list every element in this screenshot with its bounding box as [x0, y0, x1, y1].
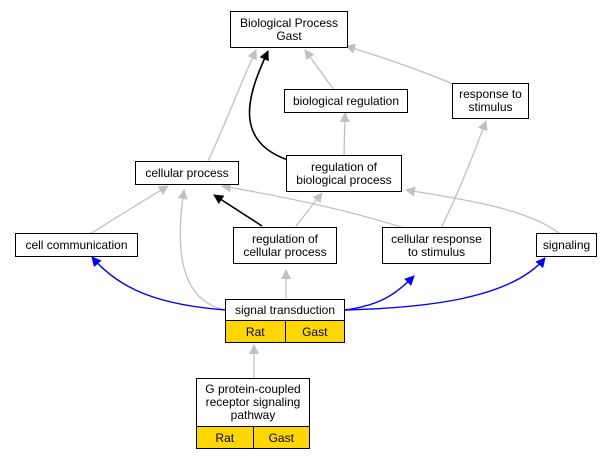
node-label-line2: receptor signaling [205, 395, 301, 409]
node-biological-regulation[interactable]: biological regulation [284, 89, 408, 113]
node-label-line2: cellular process [243, 244, 327, 259]
node-cell-communication[interactable]: cell communication [15, 233, 138, 257]
node-label-line1: signal transduction [234, 302, 336, 317]
node-label-line1: G protein-coupled [205, 382, 301, 396]
edge-regcell-to-cellproc [213, 194, 263, 227]
node-biological-process-gast[interactable]: Biological Process Gast [230, 11, 348, 48]
edge-regbio-to-bp [248, 50, 289, 161]
node-label-line1: cell communication [25, 237, 128, 252]
node-signal-transduction[interactable]: signal transduction [225, 299, 345, 321]
edge-regbio-to-bioreg [339, 112, 350, 157]
node-label-line2: to stimulus [407, 244, 466, 259]
node-response-to-stimulus[interactable]: response to stimulus [452, 83, 529, 119]
edge-sigtrans-to-cellresp [344, 275, 415, 311]
node-label-line1: cellular process [145, 165, 229, 180]
node-label-line2: Gast [276, 28, 302, 43]
node-label-line2: stimulus [468, 100, 513, 114]
node-regulation-of-biological-process[interactable]: regulation of biological process [286, 155, 402, 192]
edge-sigtrans-to-signaling [344, 257, 546, 311]
node-cellular-response-to-stimulus[interactable]: cellular response to stimulus [382, 227, 491, 264]
annotation-gast: Gast [284, 321, 344, 342]
node-label-line1: regulation of [310, 159, 378, 174]
node-signaling[interactable]: signaling [536, 233, 597, 257]
annotation-rat: Rat [197, 427, 253, 448]
annotation-gast: Gast [252, 427, 309, 448]
node-cellular-process[interactable]: cellular process [135, 161, 239, 185]
edge-cellproc-to-bp [207, 49, 257, 162]
edge-sigtrans-to-cellcomm [91, 256, 227, 311]
edge-cellresp-to-cellproc [221, 182, 411, 231]
gpcr-annotation-row: Rat Gast [196, 427, 310, 449]
edge-regcell-to-regbio [295, 192, 323, 227]
node-label-line2: biological process [296, 172, 392, 187]
edge-signaling-to-regbio [405, 186, 561, 235]
node-label-line1: cellular response [391, 231, 482, 246]
edge-cellresp-to-resp [439, 120, 488, 231]
edge-cellcomm-to-cellproc [89, 185, 169, 235]
edge-resp-to-bp [345, 43, 459, 87]
node-label-line1: response to [459, 87, 522, 101]
node-g-protein-coupled-receptor-signaling-pathway[interactable]: G protein-coupled receptor signaling pat… [196, 378, 310, 427]
node-regulation-of-cellular-process[interactable]: regulation of cellular process [233, 227, 337, 264]
signal-transduction-annotation-row: Rat Gast [225, 321, 345, 343]
edge-bioreg-to-bp [304, 49, 335, 91]
node-label-line1: regulation of [251, 231, 319, 246]
annotation-rat: Rat [226, 321, 285, 342]
node-label-line1: signaling [542, 237, 591, 252]
node-label-line1: biological regulation [292, 93, 400, 108]
node-label-line1: Biological Process [239, 15, 339, 30]
edge-sigtrans-to-cellproc [177, 189, 226, 311]
node-label-line3: pathway [230, 408, 276, 422]
